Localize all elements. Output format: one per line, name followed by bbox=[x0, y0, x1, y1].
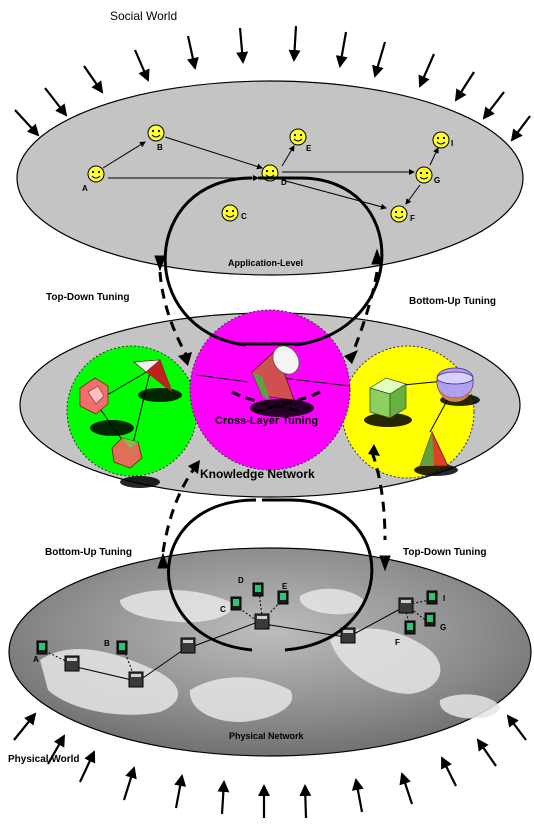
bottom-up-tuning-label-left: Bottom-Up Tuning bbox=[45, 547, 132, 558]
magenta-cluster-objects bbox=[250, 345, 314, 417]
app-node-label-c: C bbox=[241, 212, 247, 221]
bottom-up-tuning-label-right: Bottom-Up Tuning bbox=[409, 296, 496, 307]
phys-node-label-a: A bbox=[33, 655, 39, 664]
app-node-label-i: I bbox=[451, 139, 453, 148]
smiley-node-icon bbox=[221, 204, 239, 222]
upper-dashed-connectors bbox=[158, 271, 379, 361]
app-node-label-d: D bbox=[281, 178, 287, 187]
server-icon bbox=[64, 655, 80, 672]
smiley-node-icon bbox=[289, 128, 307, 146]
pda-device-icon bbox=[252, 582, 264, 597]
knowledge-network-label: Knowledge Network bbox=[200, 467, 315, 481]
bottom-up-arrowhead-upper bbox=[344, 350, 358, 364]
physical-devices bbox=[36, 582, 438, 688]
phys-node-label-i: I bbox=[443, 594, 445, 603]
smiley-node-icon bbox=[415, 166, 433, 184]
lower-tuning-loop bbox=[157, 498, 391, 652]
pda-device-icon bbox=[426, 590, 438, 605]
yellow-cluster-objects bbox=[364, 367, 480, 476]
phys-node-label-f: F bbox=[395, 638, 400, 647]
pda-device-icon bbox=[404, 620, 416, 635]
server-icon bbox=[340, 627, 356, 644]
bottom-up-arrowhead-lower bbox=[188, 460, 200, 474]
physical-network-label: Physical Network bbox=[229, 731, 305, 741]
phys-node-label-c: C bbox=[220, 605, 226, 614]
server-icon bbox=[180, 637, 196, 654]
social-world-label: Social World bbox=[110, 9, 177, 23]
phys-node-label-d: D bbox=[238, 576, 244, 585]
pda-device-icon bbox=[36, 640, 48, 655]
phys-node-label-b: B bbox=[104, 639, 110, 648]
top-down-tuning-label-right: Top-Down Tuning bbox=[403, 547, 487, 558]
app-node-label-e: E bbox=[306, 144, 312, 153]
smiley-node-icon bbox=[147, 124, 165, 142]
app-node-label-a: A bbox=[82, 184, 88, 193]
server-icon bbox=[398, 597, 414, 614]
smiley-node-icon bbox=[87, 165, 105, 183]
green-cluster-objects bbox=[79, 359, 182, 488]
yellow-knowledge-cluster bbox=[341, 345, 475, 479]
app-node-label-b: B bbox=[157, 143, 163, 152]
physical-world-label: Physical World bbox=[8, 754, 80, 765]
application-graph-edges bbox=[102, 136, 439, 210]
server-icon bbox=[128, 671, 144, 688]
pda-device-icon bbox=[230, 596, 242, 611]
lower-dashed-connectors bbox=[161, 451, 387, 553]
phys-node-label-e: E bbox=[282, 582, 288, 591]
upper-tuning-loop bbox=[154, 176, 384, 347]
smiley-node-icon bbox=[432, 131, 450, 149]
pda-device-icon bbox=[424, 612, 436, 627]
cross-layer-dashes bbox=[231, 390, 321, 414]
smiley-node-icon bbox=[390, 205, 408, 223]
physical-world-arrows bbox=[13, 712, 527, 819]
phys-node-label-g: G bbox=[440, 623, 446, 632]
app-node-label-g: G bbox=[434, 176, 440, 185]
top-down-arrowhead-upper bbox=[178, 352, 192, 366]
social-world-arrows bbox=[14, 25, 531, 142]
pda-device-icon bbox=[116, 640, 128, 655]
physical-links bbox=[71, 607, 403, 681]
cross-layer-tuning-label: Cross-Layer Tuning bbox=[215, 415, 318, 427]
pda-device-icon bbox=[277, 590, 289, 605]
top-down-tuning-label-left: Top-Down Tuning bbox=[46, 292, 130, 303]
app-node-label-f: F bbox=[410, 214, 415, 223]
application-level-label: Application-Level bbox=[228, 258, 303, 268]
server-icon bbox=[254, 613, 270, 630]
top-down-arrowhead-lower-right bbox=[368, 444, 380, 456]
